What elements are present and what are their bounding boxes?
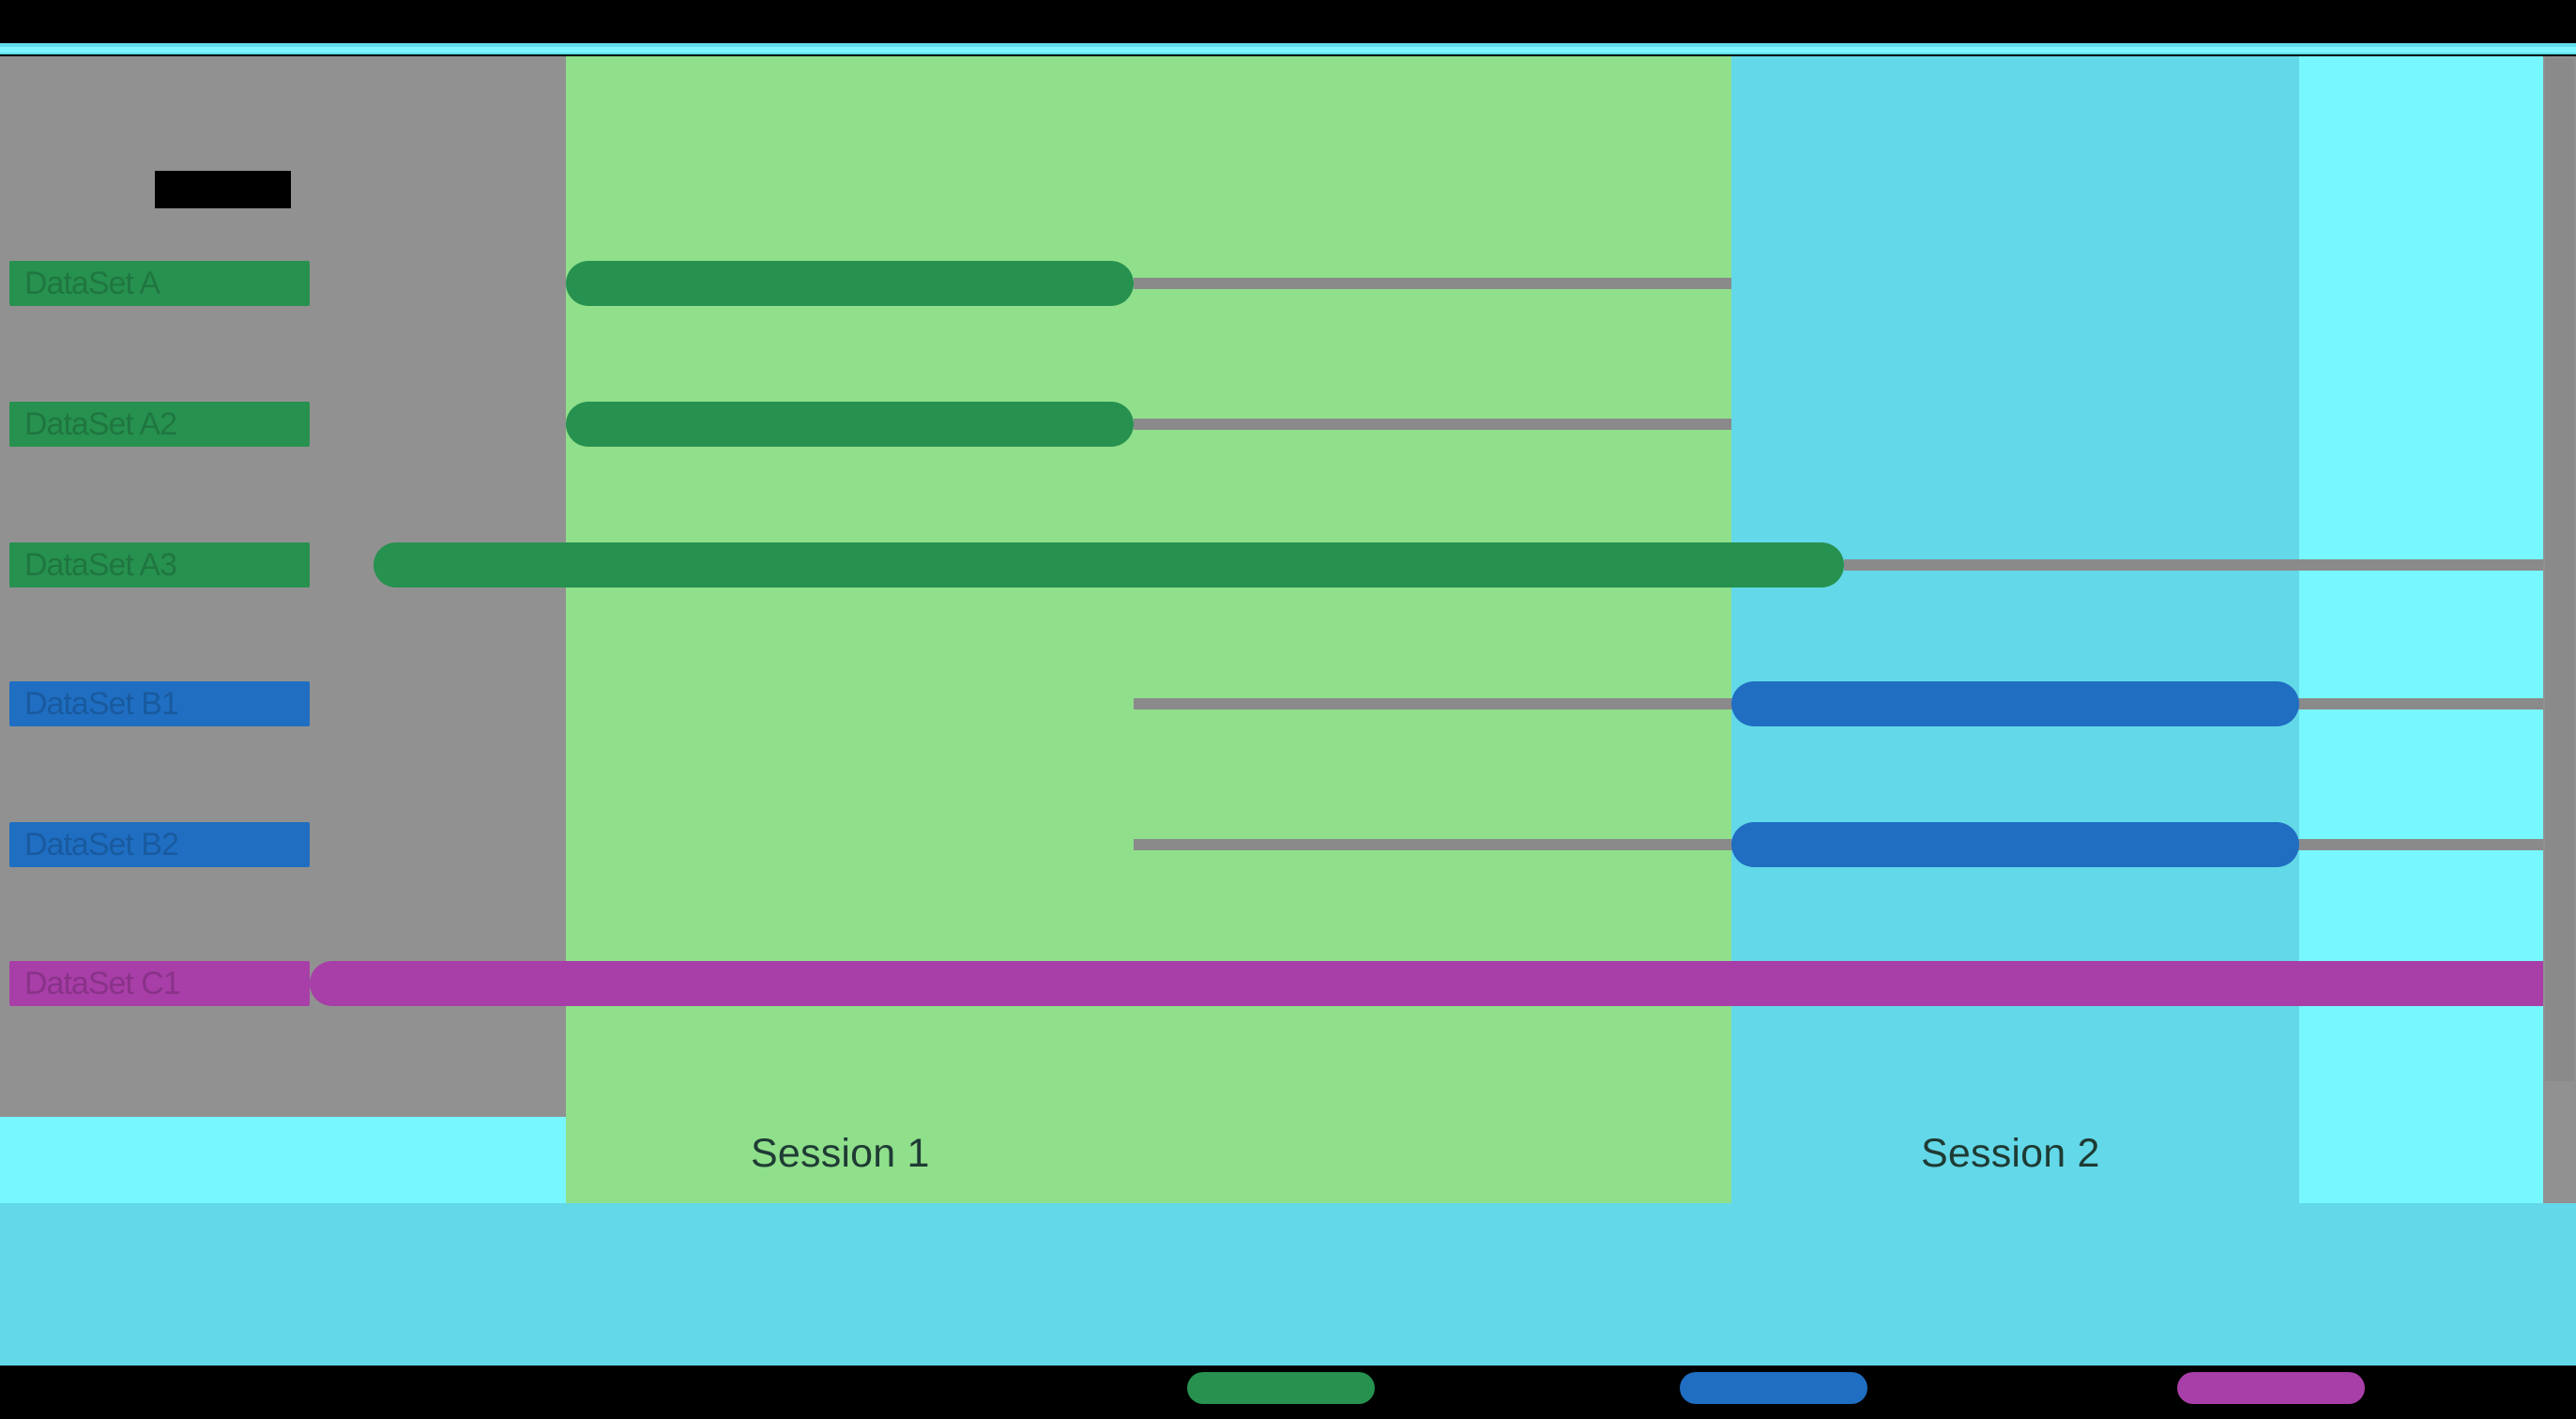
bar-green-1[interactable] — [566, 261, 1134, 306]
legend-swatch-magenta-icon — [2177, 1372, 2365, 1404]
row-track — [1844, 559, 2576, 571]
row-label-4[interactable]: DataSet B1 — [9, 681, 310, 726]
bottom-black-strip — [0, 1366, 2576, 1419]
bar-green-2[interactable] — [566, 402, 1134, 447]
legend-item-blue[interactable] — [1680, 1371, 1877, 1405]
row-label-1[interactable]: DataSet A — [9, 261, 310, 306]
table-row[interactable] — [0, 681, 2576, 726]
row-label-text: DataSet B2 — [24, 826, 179, 862]
bar-blue-2[interactable] — [1731, 822, 2299, 867]
timeline-plot-area[interactable]: Session 1 Session 2 DataSet A DataSet A2 — [0, 56, 2576, 1203]
row-track — [1134, 278, 1731, 289]
row-label-text: DataSet B1 — [24, 685, 179, 722]
legend-swatch-blue-icon — [1680, 1372, 1867, 1404]
accent-strip-pale — [0, 47, 2576, 53]
session-band-1 — [566, 56, 1731, 1203]
row-label-text: DataSet A2 — [24, 405, 177, 442]
table-row[interactable] — [0, 822, 2576, 867]
legend-swatch-green-icon — [1187, 1372, 1375, 1404]
row-label-text: DataSet A3 — [24, 546, 177, 583]
session-band-1-label: Session 1 — [751, 1131, 930, 1176]
redacted-title-block — [155, 171, 291, 208]
plot-footer-strip — [0, 1117, 566, 1203]
table-row[interactable] — [0, 542, 2576, 587]
table-row[interactable] — [0, 402, 2576, 447]
legend-item-green[interactable] — [1187, 1371, 1384, 1405]
row-label-2[interactable]: DataSet A2 — [9, 402, 310, 447]
top-black-bar — [0, 0, 2576, 43]
session-band-3 — [2299, 56, 2543, 1203]
row-label-6[interactable]: DataSet C1 — [9, 961, 310, 1006]
row-label-5[interactable]: DataSet B2 — [9, 822, 310, 867]
bar-blue-1[interactable] — [1731, 681, 2299, 726]
vertical-scrollbar-thumb[interactable] — [2545, 58, 2574, 1081]
row-track — [1134, 419, 1731, 430]
session-band-2 — [1731, 56, 2299, 1203]
row-label-text: DataSet A — [24, 265, 160, 301]
row-label-text: DataSet C1 — [24, 965, 181, 1001]
session-band-2-label: Session 2 — [1921, 1131, 2100, 1176]
table-row[interactable] — [0, 261, 2576, 306]
legend-panel — [0, 1203, 2576, 1372]
bar-magenta-1[interactable] — [310, 961, 2576, 1006]
row-label-3[interactable]: DataSet A3 — [9, 542, 310, 587]
legend-item-magenta[interactable] — [2177, 1371, 2374, 1405]
bar-green-3[interactable] — [373, 542, 1844, 587]
